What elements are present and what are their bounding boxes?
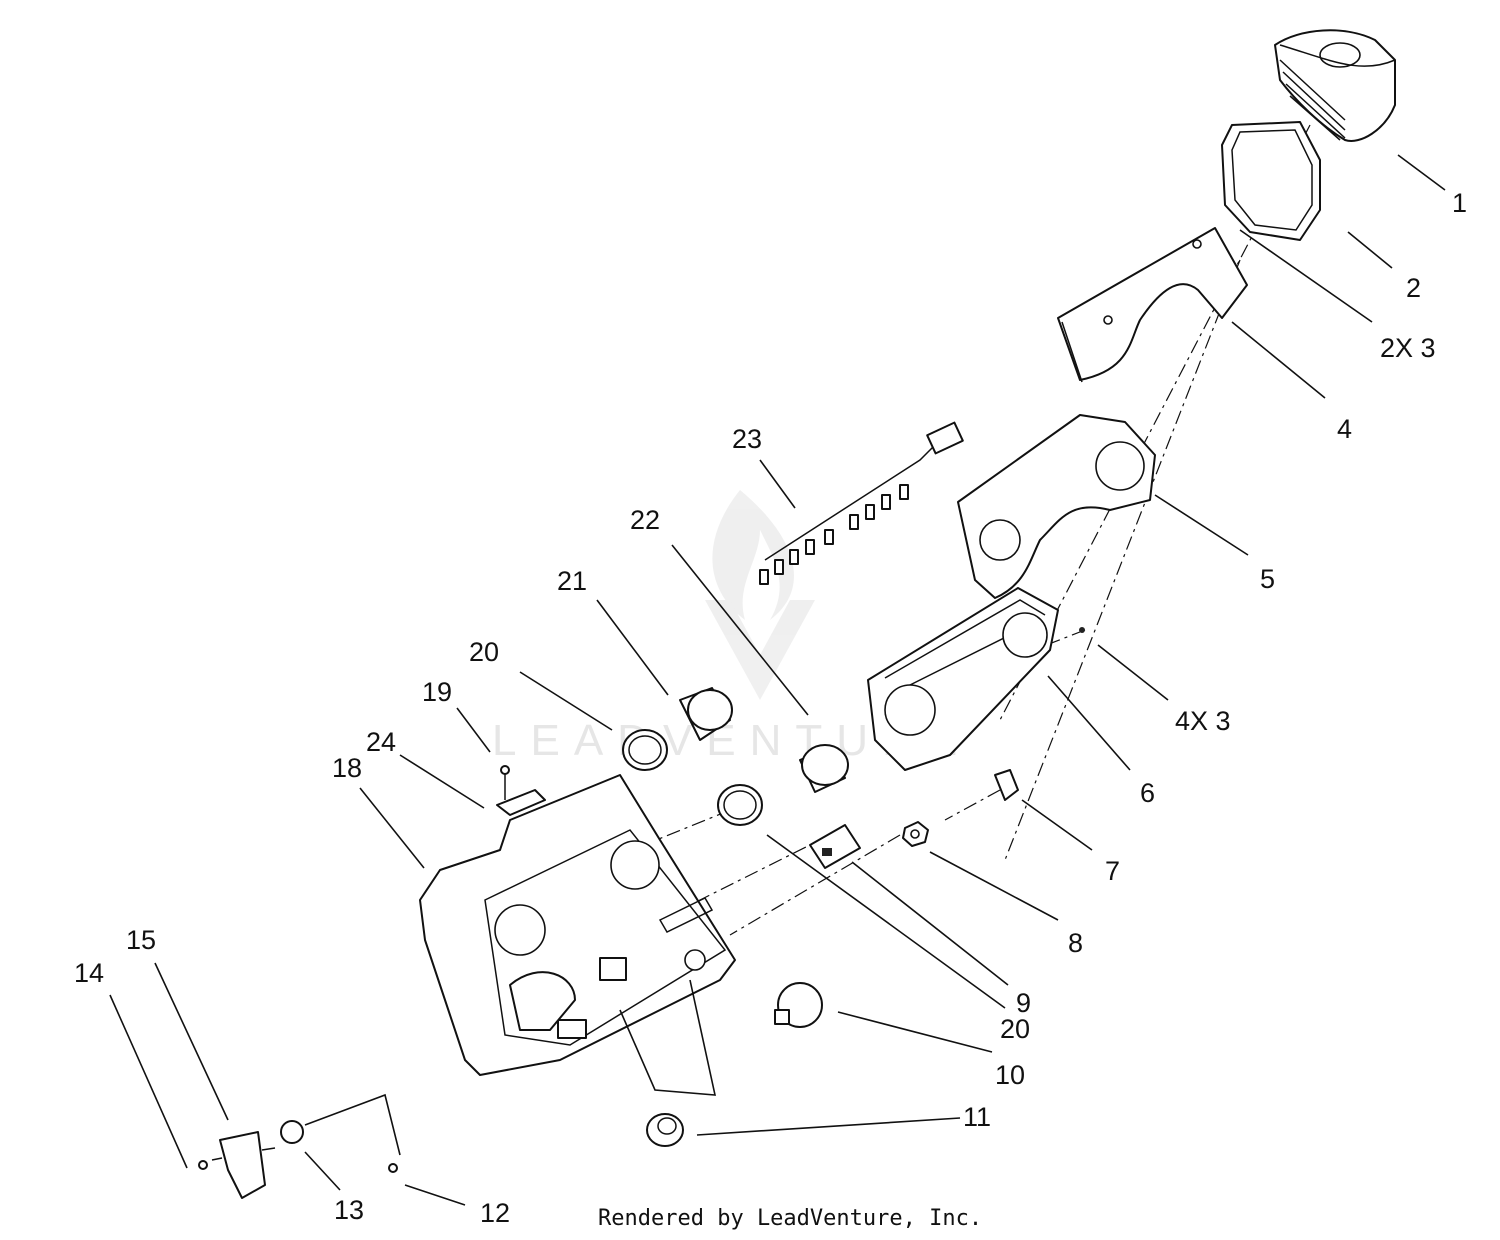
part-8-nut [902,821,929,847]
part-22-gauge [799,744,849,793]
callout-8: 8 [1068,928,1083,958]
callout-2x3: 2X 3 [1380,333,1436,363]
part-21-gauge [679,687,733,741]
part-9-switch [809,824,861,869]
callout-2: 2 [1406,273,1421,303]
callout-14: 14 [74,958,104,988]
part-23-wiring-harness [759,421,964,585]
part-19-screw [500,765,510,800]
leader-lines [109,154,1446,1206]
watermark-logo [705,490,815,700]
callout-23: 23 [732,424,762,454]
callout-7: 7 [1105,856,1120,886]
callout-19: 19 [422,677,452,707]
callout-24: 24 [366,727,396,757]
callout-12: 12 [480,1198,510,1228]
callout-20-upper: 20 [469,637,499,667]
part-13-bulb [280,1120,304,1144]
part-6-gauge-housing [867,587,1085,771]
callout-11: 11 [963,1102,991,1132]
callout-4: 4 [1337,414,1352,444]
part-24-bracket [496,789,546,816]
callout-5: 5 [1260,564,1275,594]
part-10-lamp [774,982,823,1028]
callout-18: 18 [332,753,362,783]
callout-15: 15 [126,925,156,955]
part-11-plug [646,1113,684,1147]
part-4-bracket-plate [1057,227,1248,383]
part-1-column-cover [1274,29,1396,142]
callout-9: 9 [1016,988,1031,1018]
callout-13: 13 [334,1195,364,1225]
render-credit: Rendered by LeadVenture, Inc. [598,1206,982,1231]
part-15-socket [211,1131,276,1199]
callout-labels: 1 2 2X 3 4 5 6 4X 3 7 8 9 20 10 11 12 13… [74,188,1467,1228]
callout-1: 1 [1452,188,1467,218]
callout-22: 22 [630,505,660,535]
part-5-gasket-plate [957,414,1156,599]
callout-21: 21 [557,566,587,596]
part-20-ring-lower [717,784,763,826]
callout-6: 6 [1140,778,1155,808]
part-7-knob [994,769,1019,801]
part-12-screw [388,1163,398,1173]
callout-4x3: 4X 3 [1175,706,1231,736]
part-18-dash-panel [419,774,736,1076]
callout-10: 10 [995,1060,1025,1090]
part-14-screw [198,1160,208,1170]
part-20-ring-upper [622,729,668,771]
callout-20-lower: 20 [1000,1014,1030,1044]
part-2-bezel [1221,121,1321,241]
